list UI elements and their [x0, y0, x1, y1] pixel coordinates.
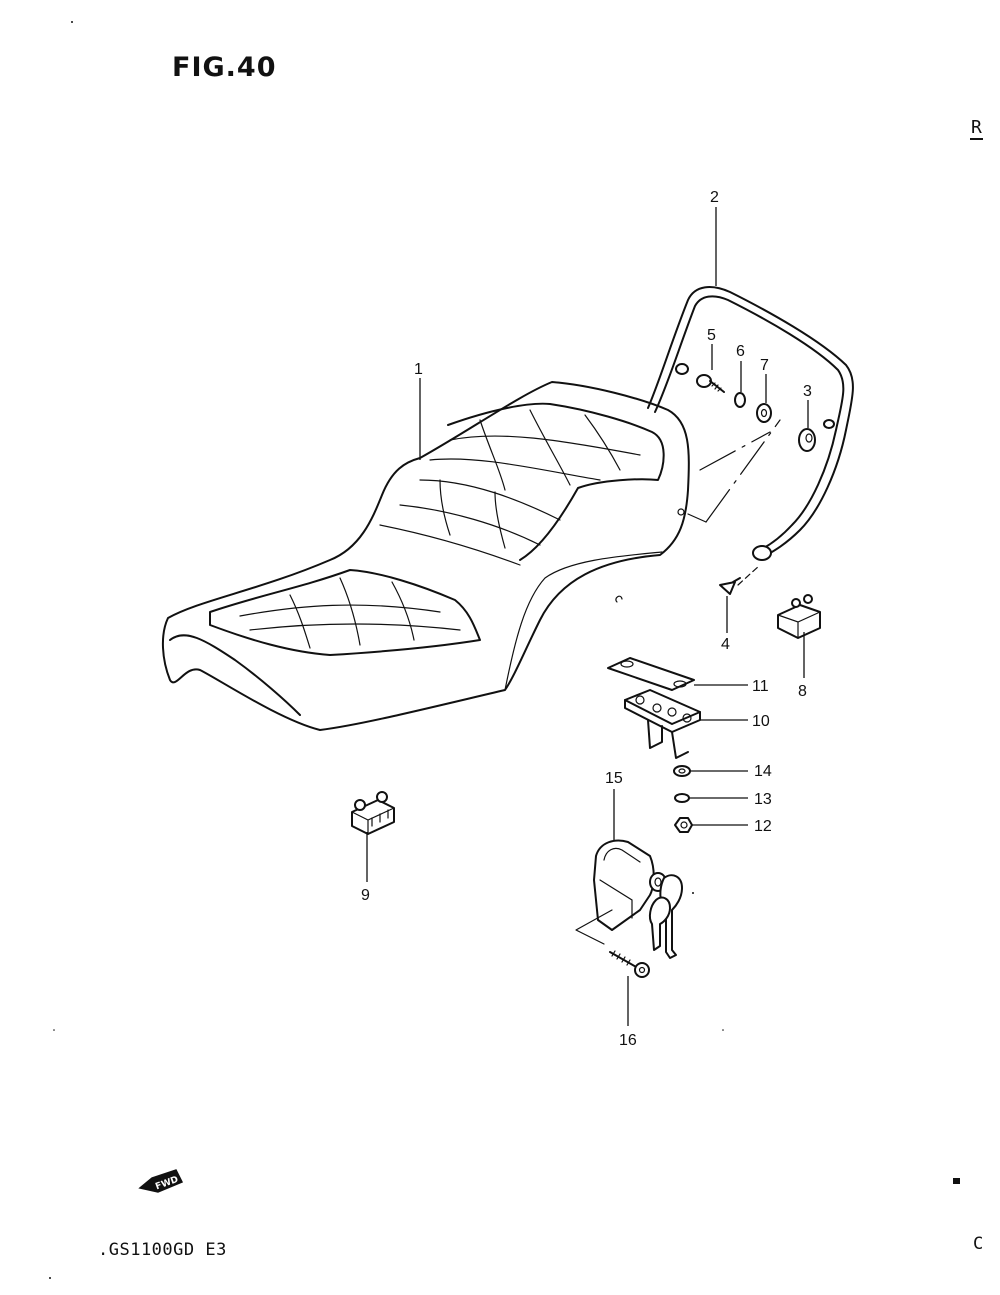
bolt-16-drawing [609, 950, 650, 978]
callout-5: 5 [707, 327, 716, 344]
cushion-3-drawing [798, 428, 816, 452]
callout-13: 13 [754, 791, 772, 808]
bolt-5-drawing [696, 374, 725, 393]
stopper-4-drawing [719, 577, 741, 595]
callout-9: 9 [361, 887, 370, 904]
callout-7: 7 [760, 357, 769, 374]
callout-10: 10 [752, 713, 770, 730]
plate-11-drawing [607, 657, 695, 691]
callout-labels: 1 2 3 4 5 6 7 8 9 10 11 12 13 14 15 16 [361, 189, 812, 1049]
forward-arrow-icon: FWD [138, 1169, 184, 1193]
callout-14: 14 [754, 763, 772, 780]
damper-8-drawing [777, 594, 821, 639]
leader-lines [366, 207, 809, 1026]
callout-2: 2 [710, 189, 719, 206]
scan-specks [49, 21, 960, 1279]
lock-washer-13-drawing [674, 793, 690, 803]
seat-drawing [161, 381, 690, 731]
callout-16: 16 [619, 1032, 637, 1049]
callout-4: 4 [721, 636, 730, 653]
callout-6: 6 [736, 343, 745, 360]
damper-9-drawing [351, 791, 395, 835]
corner-mark-top: R [970, 117, 983, 140]
washer-7-drawing [756, 403, 772, 423]
callout-1: 1 [414, 361, 423, 378]
nut-12-drawing [674, 817, 693, 833]
model-code: .GS1100GD E3 [98, 1240, 227, 1260]
corner-mark-bottom: C [973, 1234, 984, 1254]
callout-12: 12 [754, 818, 772, 835]
callout-15: 15 [605, 770, 623, 787]
washer-6-drawing [734, 392, 746, 408]
callout-11: 11 [752, 678, 769, 695]
figure-title: FIG.40 [172, 52, 277, 83]
callout-3: 3 [803, 383, 812, 400]
washer-14-drawing [673, 765, 691, 777]
seat-lock-drawing [575, 839, 683, 959]
callout-8: 8 [798, 683, 807, 700]
bracket-10-drawing [624, 689, 701, 759]
grab-rail-drawing [647, 286, 854, 586]
